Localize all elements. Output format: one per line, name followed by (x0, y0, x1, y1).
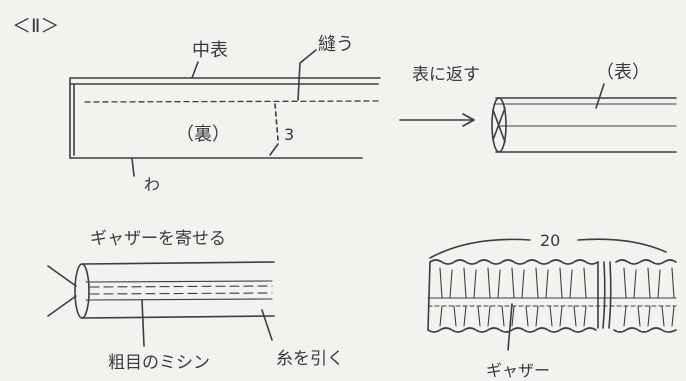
folded-strip (69, 77, 381, 159)
gathered-strip (427, 259, 677, 333)
seam-tick (269, 143, 279, 156)
pull-label: 糸を引く (276, 349, 344, 369)
pull-leader-line (261, 309, 273, 341)
thread-end-lines (47, 265, 77, 317)
sew-label: 縫う (318, 34, 354, 55)
turn-arrow (399, 113, 475, 127)
outside-label: （表） (596, 62, 650, 83)
inside-label: （裏） (176, 124, 230, 145)
stitch-line (84, 100, 379, 103)
gather-instruction: ギャザーを寄せる (90, 229, 226, 249)
stitch-label: 粗目のミシン (108, 353, 210, 373)
width-label: 中表 (192, 40, 228, 61)
stitch-leader-line (141, 299, 145, 347)
seam-allowance-line (274, 103, 279, 141)
dimension-arc-left (429, 238, 531, 259)
turned-tube (491, 97, 677, 153)
side-leader-line (595, 83, 605, 109)
fold-leader-line (131, 157, 135, 177)
dimension-arc-right (577, 238, 667, 253)
gather-tube (74, 261, 275, 319)
turn-instruction: 表に返す (412, 65, 480, 85)
gather-leader-line (507, 303, 513, 351)
fold-label: わ (144, 175, 160, 194)
length-label: 20 (540, 231, 560, 250)
gather-label: ギャザー (486, 361, 550, 380)
section-label: ＜Ⅱ＞ (12, 15, 59, 37)
seam-allowance-label: 3 (284, 125, 294, 144)
width-leader-line (191, 61, 199, 79)
sew-leader-line (297, 49, 317, 101)
